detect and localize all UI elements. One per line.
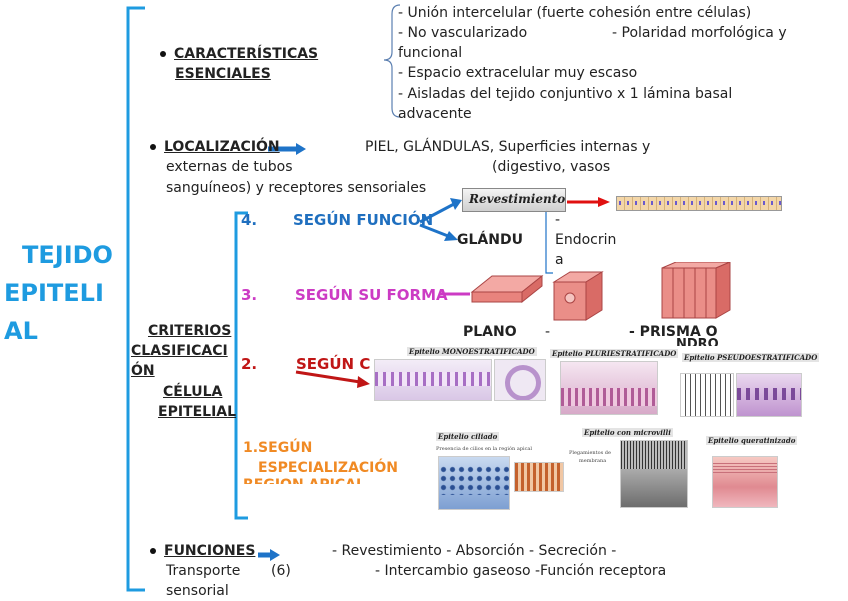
especializacion-label: 1.SEGÚN [243,440,313,456]
ciliado-caption: Presencia de cilios en la región apical [436,446,533,452]
epithelium-strip-image [616,196,782,211]
criterios-label: CRITERIOS [148,323,232,339]
localizacion-text: PIEL, GLÁNDULAS, Superficies internas y [365,139,651,155]
prisma-label: - PRISMA O [629,324,718,340]
monoestratificado-image [374,359,492,401]
funcion-label: SEGÚN FUNCIÓN [293,211,434,229]
ciliado-label: Epitelio ciliado [436,432,500,441]
caracteristica-item: funcional [398,45,463,61]
microvilli-image [620,440,688,508]
caracteristicas-label: CARACTERÍSTICAS [160,44,318,64]
localizacion-text: (digestivo, vasos [492,159,611,175]
criterios-label: CÉLULA [163,384,223,400]
funciones-text: - Revestimiento - Absorción - Secreción … [332,543,617,559]
caracteristicas-brace [383,4,401,118]
pseudoestratificado-label: Epitelio PSEUDOESTRATIFICADO [682,353,820,362]
microvilli-label: Epitelio con microvilli [582,428,673,437]
capas-number: 2. [241,355,258,373]
pluriestratificado-label: Epitelio PLURIESTRATIFICADO [550,349,679,358]
caracteristica-item: - Polaridad morfológica y [612,25,787,41]
criterios-label: ÓN [131,363,155,379]
pseudoestratificado-diagram [680,373,734,417]
monoestratificado-label: Epitelio MONOESTRATIFICADO [407,347,537,356]
funciones-text: - Intercambio gaseoso -Función receptora [375,563,667,579]
queratinizado-label: Epitelio queratinizado [706,436,798,445]
criterios-bracket [234,211,248,520]
criterios-label: EPITELIAL [158,404,237,420]
caracteristica-item: - Espacio extracelular muy escaso [398,65,638,81]
capas-images: Epitelio MONOESTRATIFICADO Epitelio PLUR… [370,347,820,419]
tejido-title-line2: EPITELI [4,279,104,307]
ciliado-detail-image [514,462,564,492]
bullet-icon [160,51,166,57]
revestimiento-box: Revestimiento [462,188,566,212]
tejido-title-line1: TEJIDO [22,241,113,269]
tejido-title-line3: AL [4,317,38,345]
funcion-arrow-down [419,223,449,238]
monoestratificado-tube-image [494,359,546,401]
caracteristica-item: advacente [398,106,472,122]
microvilli-caption: Plegamientos de [569,450,611,456]
ciliado-image [438,456,510,510]
caracteristica-item: - Unión intercelular (fuerte cohesión en… [398,5,752,21]
glandular-label: GLÁNDU [457,232,523,248]
main-bracket [126,6,145,592]
endocrina-label: a [555,252,564,268]
funcion-number: 4. [241,211,258,229]
criterios-label: CLASIFICACI [131,343,228,359]
capas-label: SEGÚN C [296,355,371,373]
forma-number: 3. [241,286,258,304]
bullet-icon [150,144,156,150]
localizacion-text: sanguíneos) y receptores sensoriales [166,180,427,196]
capas-arrow [295,370,361,384]
revestimiento-label: Revestimiento [469,192,566,206]
localizacion-label: LOCALIZACIÓN [150,137,280,157]
pluriestratificado-image [560,361,658,415]
queratinizado-image [712,456,778,508]
cell-shapes-image [462,262,732,324]
prisma-label-2: NDRO [676,338,719,346]
forma-dash: - [545,324,551,340]
caracteristica-item: - No vascularizado [398,25,528,41]
funcion-arrow-up [419,202,455,224]
localizacion-text: externas de tubos [166,159,293,175]
especializacion-label: ESPECIALIZACIÓN [258,460,399,476]
funciones-text: (6) [271,563,291,579]
forma-label: SEGÚN SU FORMA [295,286,448,304]
funciones-text: Transporte [166,563,241,579]
especializacion-images: Epitelio ciliado Presencia de cilios en … [432,428,812,512]
caracteristicas-label-2: ESENCIALES [175,66,271,82]
funciones-label: FUNCIONES [150,541,255,561]
microvilli-caption: membrana [579,458,607,464]
bullet-icon [150,548,156,554]
especializacion-label: REGIÓN APICAL [243,478,365,484]
endocrina-dash: - [555,212,561,228]
plano-label: PLANO [463,324,517,340]
funciones-text: sensorial [166,583,229,599]
pseudoestratificado-image [736,373,802,417]
endocrina-label: Endocrin [555,232,617,248]
caracteristica-item: - Aisladas del tejido conjuntivo x 1 lám… [398,86,733,102]
